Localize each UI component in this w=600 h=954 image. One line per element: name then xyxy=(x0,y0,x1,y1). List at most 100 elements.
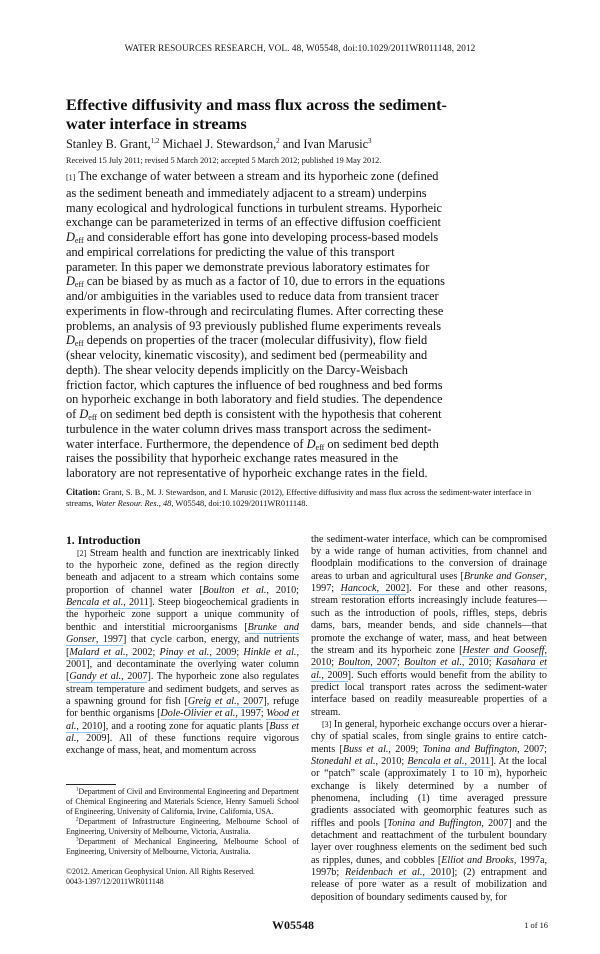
text-run: Tonina and Buffington xyxy=(422,743,518,755)
text-run: Stonedahl et al. xyxy=(311,755,376,767)
text-run: In general, hyporheic exchange occurs ov… xyxy=(311,718,547,755)
text-run: can be biased by as much as a factor of … xyxy=(66,274,445,333)
reference-link[interactable]: Bencala et al. xyxy=(66,597,124,610)
text-run: ; xyxy=(260,708,267,720)
reference-link[interactable]: Boulton xyxy=(338,657,371,670)
text-run: , 2009]. All of these functions require … xyxy=(66,732,299,757)
text-run: on sediment bed depth is consistent with… xyxy=(66,407,442,451)
text-run: , 2009; xyxy=(388,743,423,755)
text-run: ; xyxy=(397,657,404,669)
citation: Citation: Grant, S. B., M. J. Stewardson… xyxy=(66,487,550,510)
footer-article-id: W05548 xyxy=(272,918,314,933)
body-columns: 1. Introduction [2] Stream health and fu… xyxy=(66,534,547,904)
section-heading: 1. Introduction xyxy=(66,533,141,547)
reference-link[interactable]: Gandy et al. xyxy=(69,671,122,684)
text-run: Grant, S. B., M. J. Stewardson, and I. M… xyxy=(66,487,532,509)
reference-link[interactable]: Kasahara et al. xyxy=(311,657,547,682)
paragraph: [3] In general, hyporheic exchange occur… xyxy=(311,719,547,904)
text-run: Stream health and function are inextrica… xyxy=(66,547,299,596)
paragraph-number: [3] xyxy=(322,719,332,729)
text-run: Water Resour. Res. xyxy=(95,499,159,509)
text-run: ; xyxy=(488,657,496,669)
text-run: D xyxy=(306,436,316,451)
text-run: Brunke and Gonser xyxy=(463,570,545,582)
reference-link[interactable]: Greig et al. xyxy=(187,695,237,708)
footer-page-number: 1 of 16 xyxy=(524,921,548,931)
text-run: D xyxy=(79,407,89,421)
received-dates: Received 15 July 2011; revised 5 March 2… xyxy=(66,156,382,165)
citation-label: Citation: xyxy=(66,486,101,497)
reference-link[interactable]: , 2011 xyxy=(464,755,491,768)
text-run: , 2001], and decontaminate the overly­in… xyxy=(66,646,299,683)
text-runs: Grant, S. B., M. J. Stewardson, and I. M… xyxy=(66,488,531,509)
text-run: Elliot and Brooks xyxy=(441,854,514,866)
reference-link[interactable]: Boulton et al. xyxy=(403,657,462,670)
text-run: The exchange of water between a stream a… xyxy=(66,169,443,230)
reference-link[interactable]: , 2009 xyxy=(321,669,348,682)
reference-link[interactable]: Pinay et al. xyxy=(159,646,210,659)
reference-link[interactable]: , 2010 xyxy=(76,720,103,733)
subscript: eff xyxy=(74,280,84,290)
reference-link[interactable]: , 1997 xyxy=(235,708,261,721)
reference-link[interactable]: Hester and Gooseff xyxy=(462,644,545,657)
left-column: 1. Introduction [2] Stream health and fu… xyxy=(66,534,299,904)
text-run: ; xyxy=(152,646,160,658)
reference-link[interactable]: , 2007 xyxy=(121,671,148,684)
reference-link[interactable]: , 2011 xyxy=(123,597,149,610)
reference-link[interactable]: , 2009 xyxy=(209,646,237,659)
issn-line: 0043-1397/12/2011WR011148 xyxy=(66,876,164,886)
text-run: the sediment-water interface, which can … xyxy=(311,533,547,582)
reference-link[interactable]: Reidenbach et al. xyxy=(345,867,423,880)
text-run: D xyxy=(66,230,75,244)
text-run: ]. Steep biogeochemical gradients in the… xyxy=(66,597,300,633)
text-run: ; xyxy=(331,657,339,669)
paragraph-number: [2] xyxy=(77,548,87,558)
text-run: ; xyxy=(236,646,244,658)
reference-link[interactable]: , 2002 xyxy=(125,646,153,659)
text-run: on sediment bed depth raises the possibi… xyxy=(66,436,439,481)
reference-link[interactable]: Brunke and Gonser xyxy=(66,621,299,647)
reference-link[interactable]: , 2010 xyxy=(422,867,452,880)
text-run: , 2010; xyxy=(375,755,408,767)
paragraph-number: [1] xyxy=(66,173,76,182)
text-run: Buss et al. xyxy=(66,720,299,744)
reference-link[interactable]: , 2010 xyxy=(311,644,547,670)
reference-link[interactable]: Wood et al. xyxy=(66,708,300,733)
author-affiliation: 1,2 xyxy=(150,136,160,145)
subscript: eff xyxy=(315,442,325,452)
reference-link[interactable]: Bencala et al. xyxy=(407,755,465,768)
reference-link[interactable]: Hancock xyxy=(340,583,377,596)
author-list: Stanley B. Grant,1,2 Michael J. Stewards… xyxy=(66,137,548,152)
reference-link[interactable]: Dole-Olivier et al. xyxy=(160,708,236,721)
footnote: 2Department of Infrastructure Engineerin… xyxy=(66,817,299,837)
author-affiliation: 3 xyxy=(368,136,372,145)
text-run: , 2010; xyxy=(266,584,299,596)
reference-link[interactable]: , 2010 xyxy=(461,657,489,670)
footnote-text: Department of Infrastructure Engineering… xyxy=(66,816,299,836)
reference-link[interactable]: Malard et al. xyxy=(69,646,126,659)
text-runs: In general, hyporheic exchange occurs ov… xyxy=(311,719,547,903)
text-run: D xyxy=(66,333,75,348)
text-runs: The exchange of water between a stream a… xyxy=(66,169,445,480)
paragraph: the sediment-water interface, which can … xyxy=(311,534,547,719)
text-run: 48 xyxy=(162,499,172,509)
reference-link[interactable]: , 1997 xyxy=(95,634,124,647)
text-run: , W05548, doi:10.1029/2011WR011148. xyxy=(171,499,308,509)
right-column: the sediment-water interface, which can … xyxy=(311,534,547,904)
subscript: eff xyxy=(74,236,84,245)
author: and Ivan Marusic xyxy=(279,137,368,151)
text-run: ]. For these and other reasons, stream r… xyxy=(311,583,547,656)
footnote-divider xyxy=(66,783,116,785)
reference-link[interactable]: , 2007 xyxy=(236,695,264,708)
text-run: ]. Such efforts would benefit from the a… xyxy=(311,669,547,718)
text-run: , xyxy=(158,499,163,509)
text-run: , 2007; xyxy=(517,743,547,755)
text-run: ], and a rooting zone for aquatic plants… xyxy=(102,720,270,732)
text-run: Tonina and Buffington xyxy=(387,817,482,829)
reference-link[interactable]: , 2007 xyxy=(370,657,398,670)
subscript: eff xyxy=(88,413,98,422)
footnote: 3Department of Mechanical Engineering, M… xyxy=(66,837,299,857)
text-run: , 1997; xyxy=(311,570,547,595)
footnotes: 1Department of Civil and Environmental E… xyxy=(66,787,299,857)
reference-link[interactable]: , 2002 xyxy=(376,583,406,596)
